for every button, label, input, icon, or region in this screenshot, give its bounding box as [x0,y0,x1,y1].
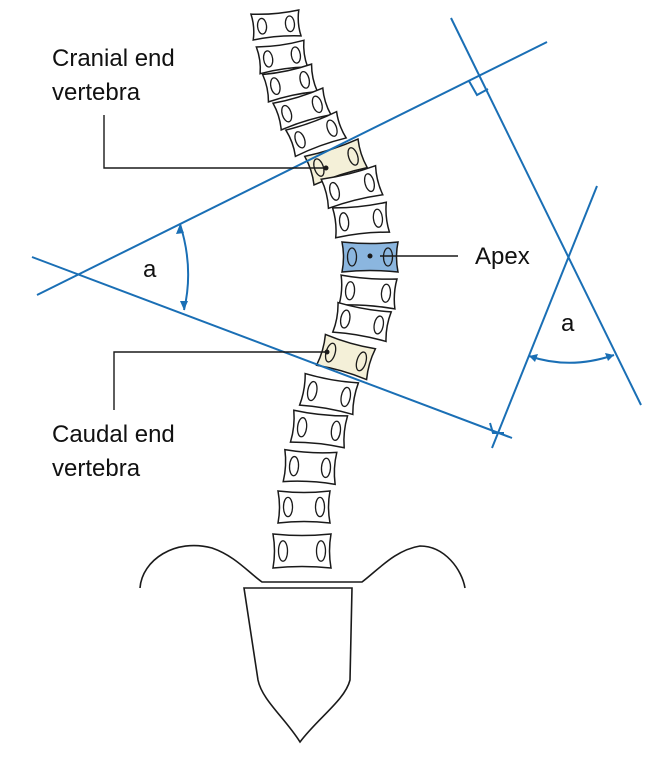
pedicle-oval [344,281,356,301]
caudal-perpendicular-line [491,185,598,449]
pedicle-oval [313,158,325,177]
apex-label: Apex [475,243,530,270]
vertebral-body [303,137,369,187]
arrowhead-icon [529,354,538,362]
pedicle-oval [320,457,332,479]
pedicle-oval [347,147,359,166]
vertebral-body [320,164,384,210]
caudal-label-line2: vertebra [52,455,141,482]
pelvis [139,544,466,744]
pedicle-oval [338,212,350,232]
vertebral-body [249,8,303,42]
vertebra [331,201,391,239]
pedicle-oval [262,50,274,68]
pedicle-oval [306,380,318,402]
vertebra [289,409,349,449]
pedicle-oval [288,455,300,477]
caudal-leader-dot [324,349,330,355]
pedicle-oval [281,104,293,123]
pedicle-oval [346,247,358,267]
caudal-label-line1: Caudal end [52,421,175,448]
sacrum [243,587,353,744]
pedicle-oval [355,351,368,372]
cranial-label-line1: Cranial end [52,45,175,72]
cranial-label-line2: vertebra [52,79,141,106]
pedicle-oval [311,95,323,114]
pedicle-oval [284,15,296,33]
arrowhead-icon [176,224,184,234]
right-angle-icon [489,422,504,434]
angle-arc-arrow-icon [528,354,615,364]
pedicle-oval [326,119,338,137]
pedicle-oval [290,46,302,64]
vertebra [298,372,360,416]
vertebral-body [298,372,360,416]
pedicle-oval [380,283,392,303]
pedicle-oval [363,173,375,193]
vertebral-body [315,333,377,381]
arrowhead-icon [605,353,614,361]
caudal-leader-line [113,351,327,410]
vertebral-body [282,448,338,486]
arrowhead-icon [180,301,188,310]
pedicle-oval [330,420,342,441]
right-angle-icon [468,80,489,97]
pedicle-oval [256,17,268,35]
cranial-end-vertebra [303,137,369,187]
cranial-leader-line [103,115,326,169]
vertebral-body [284,110,348,158]
pedicle-oval [296,417,308,438]
pedicle-oval [269,77,281,96]
vertebra [282,448,338,486]
vertebra [284,110,348,158]
leader-lines [103,115,458,410]
vertebra [338,274,398,310]
vertebral-body [277,490,331,524]
vertebra [277,490,331,524]
pedicle-oval [282,496,294,518]
vertebra [331,301,393,343]
spine [249,8,399,569]
arrowheads [176,224,614,362]
cranial-perpendicular-line [450,17,642,406]
pedicle-oval [373,315,385,335]
leader-dots [323,165,373,355]
pelvis-iliac-wings [139,544,466,589]
pedicle-oval [340,386,352,408]
pedicle-oval [299,70,311,89]
vertebral-body [289,409,349,449]
angle-label-left: a [143,256,157,283]
vertebra [320,164,384,210]
pedicle-oval [315,540,327,562]
pedicle-oval [294,131,306,149]
vertebral-body [331,301,393,343]
pedicle-oval [372,208,384,228]
apex-leader-dot [367,253,373,259]
vertebra [272,533,332,569]
pedicle-oval [314,496,326,518]
pedicle-oval [382,247,394,267]
angle-label-right: a [561,310,575,337]
pedicle-oval [329,181,341,201]
vertebra [249,8,303,42]
vertebral-body [272,533,332,569]
angle-arc-arrow-icon [179,223,190,311]
vertebral-body [338,274,398,310]
vertebral-body [331,201,391,239]
pedicle-oval [339,309,351,329]
caudal-endplate-line [31,256,513,439]
caudal-end-vertebra [315,333,377,381]
cranial-leader-dot [323,165,329,171]
pedicle-oval [277,540,289,562]
